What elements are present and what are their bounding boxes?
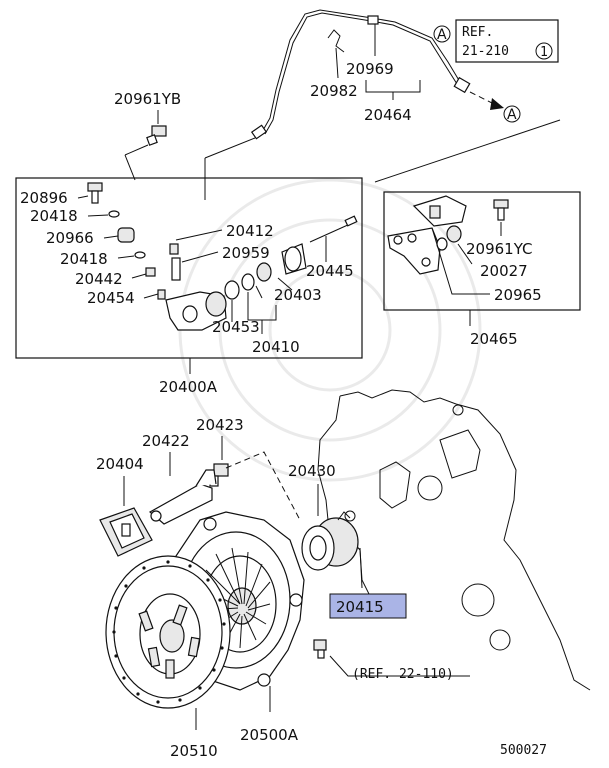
boot-20445-spring xyxy=(281,243,307,275)
push-rod-20445 xyxy=(309,215,358,243)
label-20410: 20410 xyxy=(252,338,300,356)
ref-line2: 21-210 xyxy=(462,44,509,59)
label-20959: 20959 xyxy=(222,244,270,262)
label-20418-a: 20418 xyxy=(30,207,78,225)
washer-20418-a xyxy=(108,210,120,218)
label-20982: 20982 xyxy=(310,82,358,100)
boot-20404 xyxy=(99,507,153,557)
label-20966: 20966 xyxy=(46,229,94,247)
nut-20442 xyxy=(145,267,156,277)
bushing-20027 xyxy=(436,225,462,251)
label-20965: 20965 xyxy=(494,286,542,304)
bolt-20896 xyxy=(87,182,103,204)
label-20418-b: 20418 xyxy=(60,250,108,268)
label-20465: 20465 xyxy=(470,330,518,348)
ref-box-21-210: A REF. 21-210 1 xyxy=(433,19,559,63)
label-20404: 20404 xyxy=(96,455,144,473)
bolt-20961yc xyxy=(493,199,509,221)
label-20423: 20423 xyxy=(196,416,244,434)
arrow-marker-a: A xyxy=(507,107,517,123)
bleeder-screw-20959 xyxy=(171,257,181,281)
label-20453: 20453 xyxy=(212,318,260,336)
pin-20454 xyxy=(157,289,166,300)
clutch-pipe xyxy=(250,9,471,140)
label-20500a: 20500A xyxy=(240,726,299,744)
label-20961yc: 20961YC xyxy=(466,240,533,258)
label-20510: 20510 xyxy=(170,742,218,760)
label-20464: 20464 xyxy=(364,106,412,124)
highlight-20415 xyxy=(329,593,407,619)
release-bearing-20430 xyxy=(301,511,359,571)
bracket-box xyxy=(383,191,581,311)
label-20403: 20403 xyxy=(274,286,322,304)
piston-20403 xyxy=(224,262,272,300)
label-20027: 20027 xyxy=(480,262,528,280)
pipe-clip-20982 xyxy=(327,29,345,53)
label-20400a: 20400A xyxy=(159,378,218,396)
label-20422: 20422 xyxy=(142,432,190,450)
clutch-disc-rivets xyxy=(112,560,226,704)
ref-marker-a: A xyxy=(437,27,447,43)
transmission-housing xyxy=(317,389,591,691)
release-fork-20422 xyxy=(148,469,217,525)
clutch-disc-20510 xyxy=(105,555,231,709)
bracket-20965 xyxy=(387,195,467,275)
label-20415: 20415 xyxy=(336,598,384,616)
label-20896: 20896 xyxy=(20,189,68,207)
cap-20966 xyxy=(117,227,135,243)
label-20454: 20454 xyxy=(87,289,135,307)
ref-line1: REF. xyxy=(462,25,493,40)
washer-20418-b xyxy=(134,251,146,259)
label-20961yb: 20961YB xyxy=(114,90,181,108)
label-20442: 20442 xyxy=(75,270,123,288)
release-cylinder-box xyxy=(15,177,363,359)
label-20445: 20445 xyxy=(306,262,354,280)
ref-circled-number: 1 xyxy=(540,45,548,60)
bleeder-20412 xyxy=(169,243,179,255)
diagram-code: 500027 xyxy=(500,743,547,758)
bolt-20961yb xyxy=(146,125,167,146)
ref-pin xyxy=(313,639,327,659)
label-20430: 20430 xyxy=(288,462,336,480)
ref-note-22-110: (REF. 22-110) xyxy=(352,667,454,682)
release-cylinder-body xyxy=(165,291,227,331)
label-20969: 20969 xyxy=(346,60,394,78)
label-20412: 20412 xyxy=(226,222,274,240)
